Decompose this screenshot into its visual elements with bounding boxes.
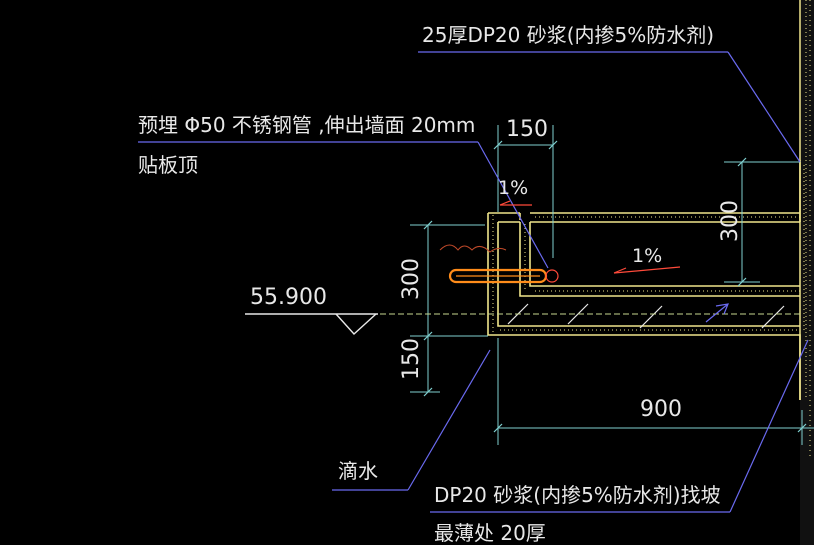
drain-pipe [448,268,559,284]
dim-left-150: 150 [399,338,424,380]
dimension-ticks [423,140,807,433]
elevation-marker [245,313,800,335]
slope-mortar-note: DP20 砂浆(内掺5%防水剂)找坡 [434,483,721,507]
dimension-lines [410,125,814,445]
slope-upper-label: 1% [498,177,528,199]
elevation-value: 55.900 [250,285,327,310]
leader-lines [138,51,809,513]
waterproof-mortar-note: 25厚DP20 砂浆(内掺5%防水剂) [422,23,714,47]
wall [799,0,814,545]
slab-speckle [492,165,805,332]
min-thickness-note: 最薄处 20厚 [434,521,546,545]
slope-arrow-middle [613,266,681,274]
pipe-note-sub: 贴板顶 [138,153,198,177]
dim-bottom-900: 900 [640,397,682,422]
slope-middle-label: 1% [632,245,662,267]
pipe-note: 预埋 Φ50 不锈钢管 ,伸出墙面 20mm [138,113,475,137]
handwritten-mark [439,244,507,253]
gutter-arrow [705,303,729,323]
dim-top-150: 150 [506,117,548,142]
slab-outline [487,160,801,400]
dim-left-300: 300 [399,258,424,300]
slab-hatch [507,303,785,329]
drip-label: 滴水 [338,459,378,483]
dim-right-300: 300 [718,200,743,242]
slope-arrow-upper [499,200,532,206]
